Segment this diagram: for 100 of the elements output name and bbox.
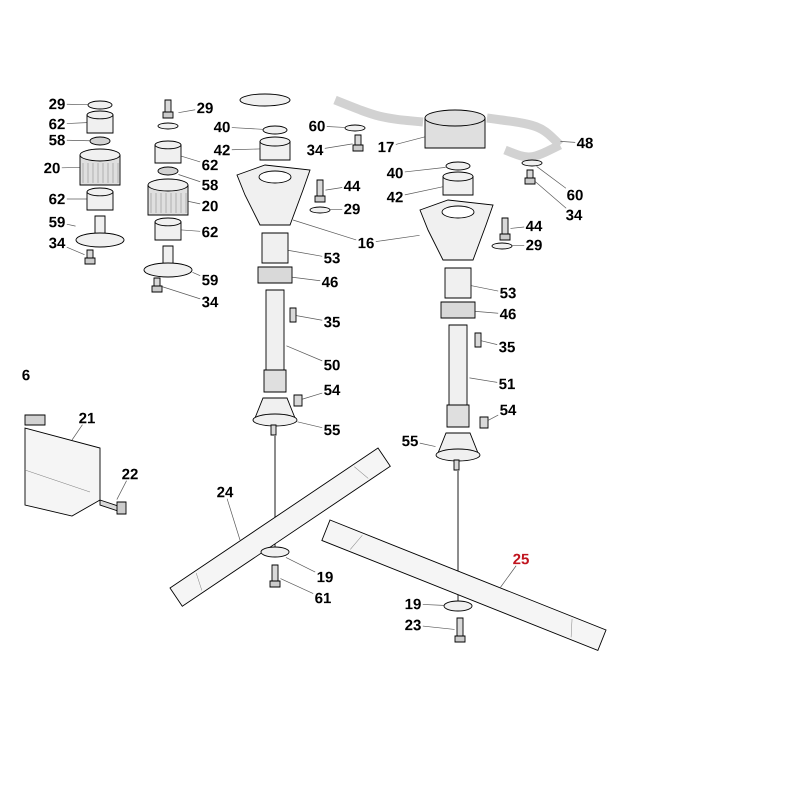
callout-number: 55 xyxy=(324,424,340,436)
key-drawing xyxy=(294,394,302,406)
callout-number: 29 xyxy=(197,102,213,114)
callout-number: 60 xyxy=(309,120,325,132)
leader-line xyxy=(471,285,499,292)
leader-line xyxy=(325,187,343,190)
leader-line xyxy=(292,276,321,282)
deck-drawing xyxy=(24,414,100,516)
leader-line xyxy=(280,578,314,594)
bearing-drawing xyxy=(154,140,182,164)
leader-line xyxy=(536,166,566,189)
leader-line xyxy=(375,234,420,242)
bolt-drawing xyxy=(352,134,364,152)
callout-number: 54 xyxy=(324,384,340,396)
callout-number: 35 xyxy=(324,316,340,328)
callout-number: 50 xyxy=(324,360,340,370)
leader-line xyxy=(66,224,76,226)
leader-line xyxy=(510,226,525,229)
shaft-drawing xyxy=(264,290,286,392)
bolt-drawing xyxy=(454,618,466,642)
callout-number: 44 xyxy=(526,220,542,232)
callout-number: 42 xyxy=(386,192,403,202)
leader-line xyxy=(72,424,83,440)
leader-line xyxy=(66,198,87,200)
callout-number: 59 xyxy=(202,274,218,286)
leader-line xyxy=(302,392,323,400)
washer-drawing xyxy=(262,126,288,134)
bolt-drawing xyxy=(152,278,162,292)
callout-number: 24 xyxy=(217,486,234,498)
belt-drawing xyxy=(486,114,564,162)
leader-line xyxy=(188,201,201,204)
washer-drawing xyxy=(88,100,112,110)
callout-number: 62 xyxy=(49,118,65,130)
ring-drawing xyxy=(158,166,178,176)
leader-line xyxy=(192,272,201,276)
washer-drawing xyxy=(492,242,512,250)
callout-number: 19 xyxy=(406,598,421,610)
leader-line xyxy=(500,565,516,588)
callout-number: 34 xyxy=(566,210,582,220)
bearing-drawing xyxy=(154,218,182,240)
callout-number: 62 xyxy=(49,194,65,204)
pulley-drawing xyxy=(424,110,486,148)
leader-line xyxy=(162,286,201,300)
leader-line xyxy=(66,140,90,142)
leader-line xyxy=(226,498,240,540)
ring-drawing xyxy=(90,136,110,146)
hub-drawing xyxy=(252,398,298,436)
callout-number: 48 xyxy=(576,138,593,148)
callout-number: 46 xyxy=(322,276,338,288)
leader-line xyxy=(286,345,323,362)
nut-drawing xyxy=(440,302,476,318)
callout-number: 44 xyxy=(344,180,360,192)
callout-number: 34 xyxy=(307,144,324,156)
callout-number: 40 xyxy=(386,168,403,178)
callout-number: 34 xyxy=(202,296,218,308)
leader-line xyxy=(481,340,498,345)
callout-number: 29 xyxy=(526,240,542,250)
key-drawing xyxy=(290,308,296,322)
leader-line xyxy=(422,604,444,606)
bushing-drawing xyxy=(444,268,472,298)
leader-line xyxy=(66,246,85,256)
pulley-drawing xyxy=(80,148,120,186)
washer-drawing xyxy=(446,162,470,170)
bolt-drawing xyxy=(270,564,280,588)
callout-number: 46 xyxy=(500,308,516,320)
leader-line xyxy=(419,442,436,447)
callout-number: 25 xyxy=(513,554,529,564)
washer-drawing xyxy=(444,600,472,612)
bearing-drawing xyxy=(86,188,114,210)
flange-drawing xyxy=(144,246,192,278)
leader-line xyxy=(560,141,576,143)
leader-line xyxy=(330,208,343,210)
callout-number: 62 xyxy=(202,160,218,170)
bolt-drawing xyxy=(500,218,510,240)
leader-line xyxy=(231,127,263,130)
callout-number: 54 xyxy=(500,404,516,416)
callout-number: 53 xyxy=(324,252,340,264)
leader-line xyxy=(292,220,357,240)
bolt-drawing xyxy=(314,180,326,202)
bolt-drawing xyxy=(524,170,536,184)
leader-line xyxy=(61,167,80,168)
leader-line xyxy=(66,104,88,106)
callout-number: 23 xyxy=(405,620,421,630)
leader-line xyxy=(395,136,425,145)
leader-line xyxy=(404,167,446,172)
leader-line xyxy=(66,122,87,124)
leader-line xyxy=(422,626,455,630)
leader-line xyxy=(181,156,201,162)
callout-number: 55 xyxy=(402,436,418,446)
callout-number: 17 xyxy=(378,142,394,152)
hub-drawing xyxy=(436,432,480,470)
washer-drawing xyxy=(310,206,330,214)
callout-number: 29 xyxy=(344,204,360,214)
pulley-drawing xyxy=(148,178,188,216)
leader-line xyxy=(231,148,260,150)
washer-drawing xyxy=(522,160,542,166)
leader-line xyxy=(512,244,525,246)
leader-line xyxy=(326,126,345,128)
callout-number: 58 xyxy=(202,180,218,190)
bolt-drawing xyxy=(84,250,96,264)
